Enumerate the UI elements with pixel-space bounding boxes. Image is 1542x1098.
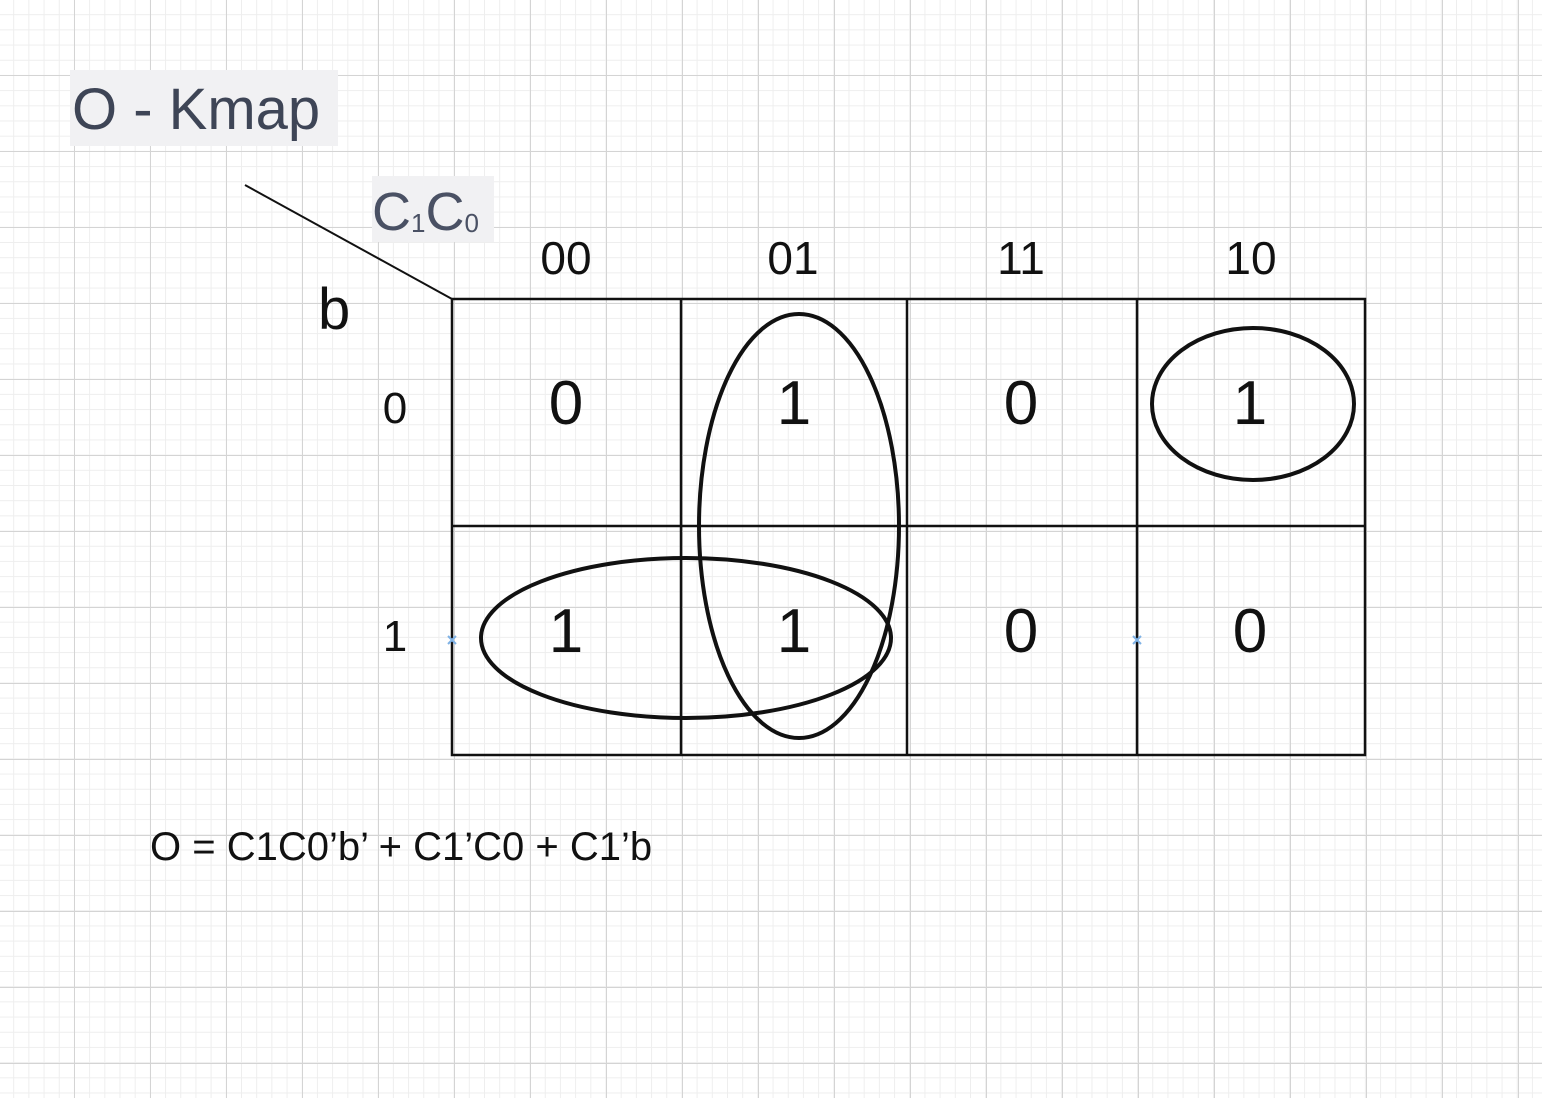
boolean-equation: O = C1C0’b’ + C1’C0 + C1’b xyxy=(150,825,653,869)
column-label-00: 00 xyxy=(540,232,592,284)
cell-r1-c11: 0 xyxy=(1003,597,1039,666)
group-ellipse-cell-10 xyxy=(1150,326,1356,482)
cell-r1-c00: 1 xyxy=(548,597,584,666)
column-label-01: 01 xyxy=(767,232,819,284)
column-variable-highlight xyxy=(372,176,494,242)
column-label-11: 11 xyxy=(997,232,1045,284)
cell-r0-c10: 1 xyxy=(1232,369,1268,438)
cell-r1-c01: 1 xyxy=(776,597,812,666)
cell-r1-c10: 0 xyxy=(1232,597,1268,666)
row-variable-label: b xyxy=(318,277,351,342)
connection-marker xyxy=(1132,635,1142,645)
cell-r0-c00: 0 xyxy=(548,369,584,438)
corner-diagonal-line xyxy=(244,184,453,300)
connection-marker xyxy=(447,635,457,645)
group-ellipse-row-1 xyxy=(479,556,893,720)
cell-r0-c01: 1 xyxy=(776,369,812,438)
group-ellipse-column-01 xyxy=(697,312,901,740)
cell-r0-c11: 0 xyxy=(1003,369,1039,438)
title-highlight xyxy=(70,70,338,146)
column-variable-label: C1C0 xyxy=(372,182,479,242)
column-label-10: 10 xyxy=(1225,232,1277,284)
diagram-title: O - Kmap xyxy=(72,77,321,142)
row-label-1: 1 xyxy=(382,612,408,661)
row-label-0: 0 xyxy=(382,384,408,433)
